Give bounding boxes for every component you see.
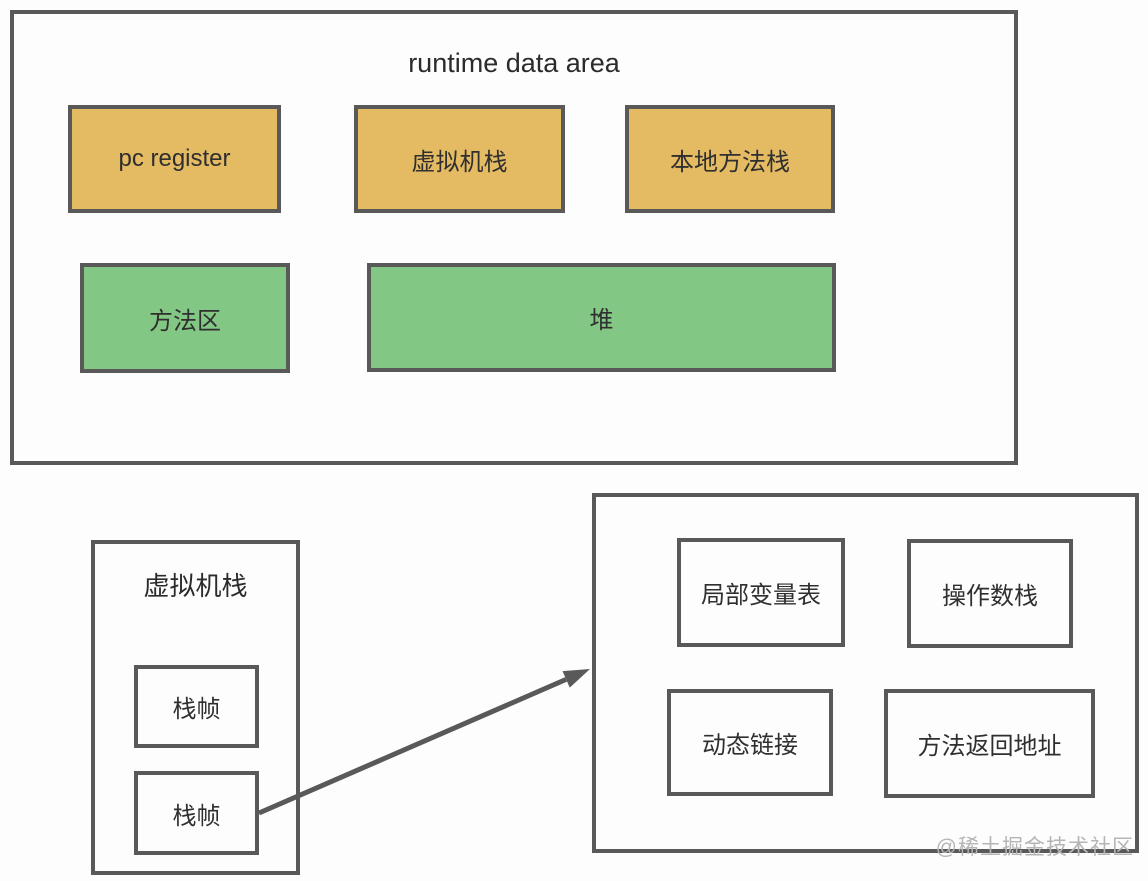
native-method-stack-label: 本地方法栈 [670,148,790,176]
local-variable-table-label: 局部变量表 [701,582,821,609]
watermark-text: @稀土掘金技术社区 [935,836,1134,859]
vm-stack-box: 虚拟机栈 [354,105,565,213]
operand-stack-box: 操作数栈 [907,539,1073,648]
method-area-box: 方法区 [80,263,290,373]
dynamic-link-box: 动态链接 [667,689,833,796]
method-return-address-label: 方法返回地址 [917,733,1062,760]
runtime-data-area-title: runtime data area [408,48,620,78]
heap-label: 堆 [589,307,614,334]
stack-frame-label-2: 栈帧 [172,802,221,830]
vm-stack-label: 虚拟机栈 [411,148,508,176]
operand-stack-label: 操作数栈 [942,583,1038,610]
stack-frame-detail-container [592,493,1139,853]
method-return-address-box: 方法返回地址 [884,689,1095,798]
stack-frame-box-2: 栈帧 [134,771,259,855]
stack-frame-box-1: 栈帧 [134,665,259,748]
vm-stack-detail-title: 虚拟机栈 [143,571,248,601]
local-variable-table-box: 局部变量表 [677,538,845,647]
pc-register-box: pc register [68,105,281,213]
method-area-label: 方法区 [149,307,221,335]
pc-register-label: pc register [118,145,231,172]
dynamic-link-label: 动态链接 [702,732,798,759]
native-method-stack-box: 本地方法栈 [625,105,835,213]
stack-frame-label-1: 栈帧 [172,696,221,723]
runtime-data-area-container: runtime data area [10,10,1018,465]
heap-box: 堆 [367,263,836,372]
